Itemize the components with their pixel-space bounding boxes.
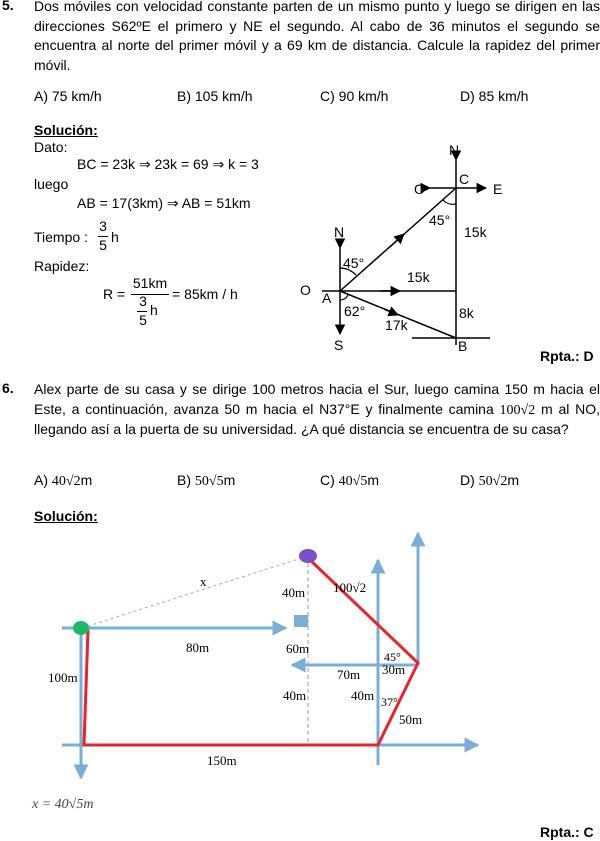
p6-text-a: Alex parte de su casa y se dirige 100 me…	[34, 381, 600, 417]
p5-tiempo-numerator: 3	[99, 218, 107, 234]
p6-label-70m: 70m	[337, 667, 361, 682]
p5-label-o-left: O	[414, 181, 425, 197]
p5-tiempo-label: Tiempo :	[34, 229, 88, 245]
p6-solution-title: Solución:	[34, 508, 98, 524]
p5-r-den-den: 5	[139, 312, 147, 328]
p5-r-lhs: R =	[103, 286, 126, 302]
p5-tiempo-fraction-bar	[98, 236, 108, 237]
p6-option-d-value: 50√2	[478, 474, 508, 489]
p5-r-den-num: 3	[139, 293, 147, 309]
p6-label-30m: 30m	[382, 662, 406, 677]
p5-label-b: B	[458, 338, 468, 354]
p5-label-c: C	[459, 171, 470, 187]
p5-label-e: E	[493, 181, 503, 197]
problem-5-number: 5.	[2, 0, 14, 13]
p6-label-40m-mid: 40m	[283, 688, 307, 703]
p5-r-fraction-bar	[131, 294, 169, 295]
p6-label-60m: 60m	[286, 641, 310, 656]
p5-option-d: D) 85 km/h	[460, 88, 529, 104]
p5-tiempo-denominator: 5	[99, 237, 107, 253]
p5-label-north-top: N	[449, 142, 460, 158]
p5-label-a: A	[322, 290, 332, 306]
p6-option-a: A) 40√2m	[34, 472, 92, 490]
p6-label-40m-right: 40m	[351, 688, 375, 703]
problem-6-number: 6.	[2, 380, 14, 396]
p5-rapidez-label: Rapidez:	[34, 258, 90, 274]
p6-option-d: D) 50√2m	[460, 472, 519, 490]
p5-option-c: C) 90 km/h	[320, 88, 389, 104]
p5-label-45-left: 45°	[343, 255, 365, 271]
p5-luego-label: luego	[34, 176, 69, 192]
p6-label-37deg: 37°	[381, 695, 398, 709]
p5-label-62: 62°	[344, 303, 366, 319]
p6-option-a-unit: m	[80, 472, 93, 488]
p5-label-o-origin: O	[300, 282, 311, 298]
p6-option-b-value: 50√5	[194, 474, 224, 489]
p6-result: x = 40√5m	[32, 797, 94, 812]
p5-label-s: S	[334, 337, 344, 353]
p5-label-17k: 17k	[385, 317, 408, 333]
p6-text-math: 100√2	[499, 402, 536, 418]
p6-option-b-letter: B)	[177, 472, 191, 488]
p6-label-100r2: 100√2	[333, 580, 367, 595]
p5-answer: Rpta.: D	[540, 348, 594, 364]
p5-label-15k-mid: 15k	[407, 269, 430, 285]
p6-answer: Rpta.: C	[540, 824, 594, 840]
p6-option-c-letter: C)	[320, 472, 335, 488]
p5-eq-ab: AB = 17(3km) ⇒ AB = 51km	[77, 195, 251, 211]
p6-option-a-letter: A)	[34, 472, 48, 488]
p5-option-a: A) 75 km/h	[34, 88, 102, 104]
p6-label-150m: 150m	[207, 753, 237, 768]
p6-label-x: x	[200, 574, 207, 589]
p5-label-45-top: 45°	[429, 212, 451, 228]
p5-label-15k-right: 15k	[464, 224, 487, 240]
p5-dato-label: Dato:	[34, 139, 68, 155]
problem-5-statement: Dos móviles con velocidad constante part…	[34, 0, 600, 73]
problem-6-statement: Alex parte de su casa y se dirige 100 me…	[34, 380, 600, 440]
p5-r-numerator: 51km	[132, 275, 168, 291]
p6-label-40m-top: 40m	[282, 585, 306, 600]
p5-label-8k: 8k	[459, 305, 474, 321]
p6-option-b: B) 50√5m	[177, 472, 235, 490]
p5-eq-bc: BC = 23k ⇒ 23k = 69 ⇒ k = 3	[77, 156, 259, 172]
p6-label-100m: 100m	[48, 670, 78, 685]
p6-option-d-letter: D)	[460, 472, 475, 488]
p6-option-c-value: 40√5	[338, 474, 368, 489]
p5-r-rhs: = 85km / h	[172, 286, 238, 302]
p6-label-80m: 80m	[186, 640, 210, 655]
p6-option-c: C) 40√5m	[320, 472, 379, 490]
p5-tiempo-unit: h	[111, 229, 119, 245]
p5-r-den-unit: h	[150, 302, 158, 318]
p6-option-d-unit: m	[507, 472, 520, 488]
p6-label-50m: 50m	[399, 712, 423, 727]
p6-text-b: m al NO, llegando así a la puerta de su …	[34, 400, 600, 438]
p6-label-45deg: 45°	[384, 650, 401, 664]
p6-option-c-unit: m	[367, 472, 380, 488]
p5-option-b: B) 105 km/h	[177, 88, 253, 104]
p6-option-b-unit: m	[223, 472, 236, 488]
p5-label-north-left: N	[334, 224, 345, 240]
p5-solution-title: Solución:	[34, 122, 98, 138]
p5-r-den-bar	[137, 311, 147, 312]
p6-option-a-value: 40√2	[51, 474, 81, 489]
